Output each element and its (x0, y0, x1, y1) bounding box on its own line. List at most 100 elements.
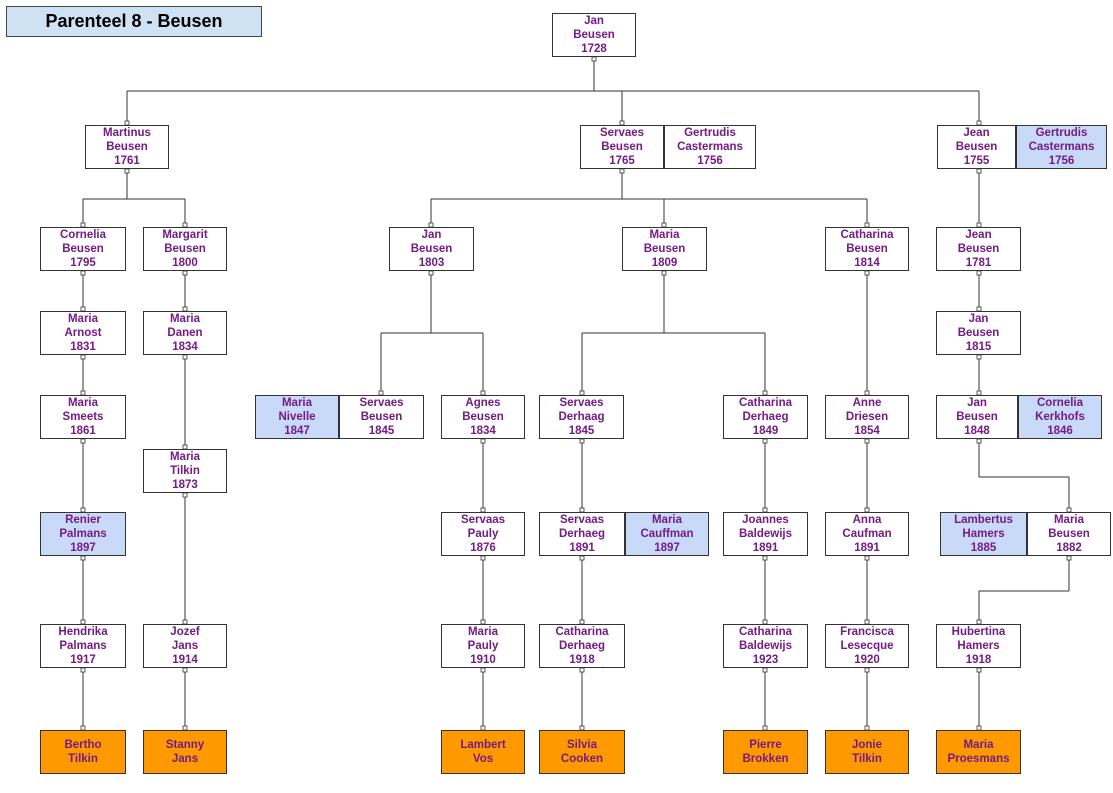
connector-port (182, 667, 188, 673)
person-name-line: 1914 (172, 654, 198, 666)
person-name-line: 1920 (854, 654, 880, 666)
person-name-line: 1803 (418, 257, 445, 269)
person-name-line: Jozef (170, 626, 200, 638)
person-name-line: 1885 (970, 542, 997, 554)
person-name-line: Jan (967, 397, 987, 409)
person-name-line: Derhaeg (742, 411, 789, 423)
person-name-line: Maria (649, 229, 680, 241)
person-name-line: 1861 (70, 425, 96, 437)
person-name-line: 1834 (470, 425, 496, 437)
person-name-line: Gertrudis (1035, 127, 1088, 139)
person-name-line: Beusen (1048, 528, 1090, 540)
person-name-line: Joannes (742, 514, 789, 526)
person-name-line: Lambert (460, 739, 506, 751)
person-name-line: Beusen (410, 243, 453, 255)
person-name-line: 1765 (609, 155, 635, 167)
person-name-line: Maria (651, 514, 683, 526)
person-name-line: 1891 (752, 542, 779, 554)
person-name-line: Beusen (957, 327, 1000, 339)
person-name-line: 1848 (964, 425, 990, 437)
person-name-line: Beusen (106, 141, 148, 153)
connector-port (182, 492, 188, 498)
connector-port (480, 555, 486, 561)
person-name-line: Proesmans (947, 753, 1010, 765)
person-name-line: 1800 (172, 257, 198, 269)
connector-port (80, 438, 86, 444)
person-name-line: Maria (67, 397, 99, 409)
person-name-line: Jan (968, 313, 989, 325)
connector-port (976, 354, 982, 360)
person-name-line: Baldewijs (738, 528, 793, 540)
connector-port (182, 270, 188, 276)
connector-port (976, 270, 982, 276)
connector-port (976, 168, 982, 174)
person-name-line: Hendrika (58, 626, 108, 638)
person-name-line: Pierre (749, 739, 782, 751)
person-name-line: Derhaeg (558, 528, 606, 540)
person-name-line: 1847 (284, 425, 310, 437)
connector-port (864, 667, 870, 673)
connector-port (976, 667, 982, 673)
person-name-line: Driesen (845, 411, 889, 423)
person-name-line: Lambertus (954, 514, 1013, 526)
person-name-line: Jan (584, 15, 604, 27)
person-name-line: Hubertina (951, 626, 1006, 638)
person-name-line: Servaes (559, 397, 604, 409)
connector-port (80, 270, 86, 276)
person-name-line: Renier (65, 514, 101, 526)
person-name-line: 1795 (70, 257, 96, 269)
person-name-line: Bertho (64, 739, 102, 751)
person-name-line: 1846 (1047, 425, 1073, 437)
person-name-line: Beusen (573, 29, 615, 41)
person-name-line: 1873 (172, 479, 198, 491)
person-name-line: Catharina (738, 626, 793, 638)
connector-port (864, 270, 870, 276)
person-name-line: 1814 (854, 257, 880, 269)
connector-port (579, 438, 585, 444)
person-name-line: 1882 (1056, 542, 1082, 554)
person-name-line: 1756 (1048, 155, 1075, 167)
person-name-line: Maria (169, 313, 201, 325)
person-name-line: Caufman (842, 528, 892, 540)
person-name-line: Stanny (165, 739, 205, 751)
connector-port (80, 354, 86, 360)
person-name-line: 1918 (569, 654, 595, 666)
person-name-line: Jans (171, 640, 199, 652)
person-name-line: Maria (1053, 514, 1085, 526)
person-name-line: Servaas (460, 514, 506, 526)
person-name-line: Lesecque (840, 640, 894, 652)
person-name-line: 1781 (965, 257, 992, 269)
person-name-line: Beusen (956, 411, 998, 423)
person-name-line: Brokken (742, 753, 789, 765)
person-name-line: Palmans (59, 528, 107, 540)
person-name-line: Nivelle (278, 411, 316, 423)
person-name-line: Pauly (467, 528, 499, 540)
person-name-line: Jean (963, 127, 990, 139)
connector-port (80, 555, 86, 561)
person-name-line: 1755 (963, 155, 990, 167)
person-name-line: 1834 (172, 341, 198, 353)
person-name-line: Beusen (643, 243, 686, 255)
connector-port (619, 168, 625, 174)
person-name-line: Beusen (957, 243, 1000, 255)
